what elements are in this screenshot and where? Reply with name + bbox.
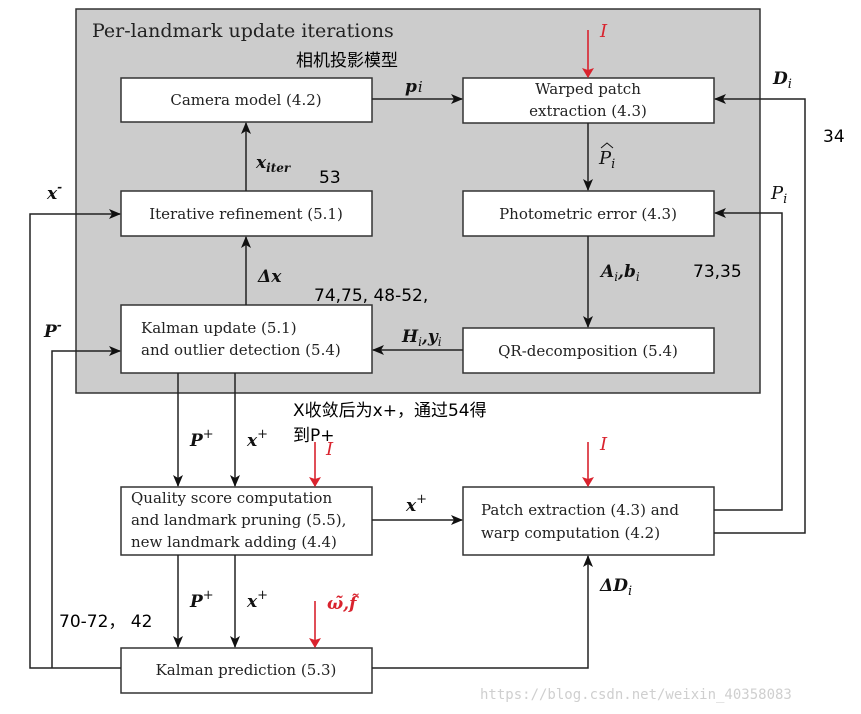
group-title: Per-landmark update iterations (92, 20, 394, 42)
box-label: Iterative refinement (5.1) (149, 205, 343, 223)
box-quality-score: Quality score computation and landmark p… (120, 486, 373, 556)
label-x-iter: xiter (255, 153, 292, 175)
label-H-y: Hi,yi (401, 327, 442, 349)
label-x-plus-update: x+ (246, 427, 268, 451)
box-photometric-error: Photometric error (4.3) (462, 190, 715, 237)
arrow-D-i-feedback (714, 94, 806, 534)
arrow-P-minus-feedback (51, 346, 121, 668)
label-image-3: I (599, 434, 608, 455)
label-image-1: I (599, 21, 608, 42)
label-P-plus-prediction: P+ (189, 588, 214, 612)
arrow-x-minus-feedback (29, 209, 121, 669)
box-label: Camera model (4.2) (170, 91, 321, 109)
box-label: and landmark pruning (5.5), (131, 511, 346, 529)
label-P-plus-update: P+ (189, 427, 214, 451)
label-omega-f: ω̃,f̃ (327, 594, 360, 614)
box-warped-patch-extraction: Warped patch extraction (4.3) (462, 77, 715, 124)
box-camera-model: Camera model (4.2) (120, 77, 373, 123)
box-label: new landmark adding (4.4) (131, 533, 337, 551)
box-label: Warped patch (535, 80, 641, 98)
annotation-converge-1: X收敛后为x+，通过54得 (293, 401, 487, 421)
label-x-plus-prediction: x+ (246, 588, 268, 612)
watermark: https://blog.csdn.net/weixin_40358083 (480, 687, 792, 703)
box-label: and outlier detection (5.4) (141, 341, 341, 359)
box-iterative-refinement: Iterative refinement (5.1) (120, 190, 373, 237)
label-delta-x: Δx (257, 267, 282, 287)
label-p-i: pi (405, 77, 423, 97)
label-x-minus: x- (46, 180, 62, 204)
box-label: QR-decomposition (5.4) (498, 342, 678, 360)
annotation-camera-projection: 相机投影模型 (296, 51, 398, 71)
box-kalman-update: Kalman update (5.1) and outlier detectio… (120, 304, 373, 374)
annotation-eq-70-72: 70-72， 42 (59, 612, 152, 632)
annotation-eq-34: 34 (823, 127, 845, 147)
label-A-b: Ai,bi (599, 262, 640, 284)
box-label: Quality score computation (131, 489, 332, 507)
annotation-converge-2: 到P+ (293, 426, 335, 446)
label-x-plus-patch: x+ (405, 492, 427, 516)
box-kalman-prediction: Kalman prediction (5.3) (120, 647, 373, 694)
label-D-i: Di (772, 69, 792, 92)
arrow-prediction-to-patch (372, 555, 593, 669)
box-label: Patch extraction (4.3) and (481, 501, 679, 519)
annotation-eq-74-75: 74,75, 48-52, (314, 286, 428, 306)
box-label: extraction (4.3) (529, 102, 647, 120)
label-P-i: Pi (770, 183, 787, 207)
box-patch-extraction: Patch extraction (4.3) and warp computat… (462, 486, 715, 556)
box-label: warp computation (4.2) (481, 524, 660, 542)
annotation-eq-53: 53 (319, 168, 341, 188)
label-P-minus: P- (43, 318, 62, 342)
box-label: Kalman update (5.1) (141, 319, 297, 337)
box-qr-decomposition: QR-decomposition (5.4) (462, 327, 715, 374)
box-label: Kalman prediction (5.3) (156, 661, 337, 679)
box-label: Photometric error (4.3) (499, 205, 677, 223)
annotation-eq-73-35: 73,35 (693, 262, 742, 282)
arrow-P-i-feedback (714, 208, 783, 511)
label-image-2: I (325, 439, 334, 460)
label-delta-D: ΔDi (599, 576, 632, 599)
label-P-hat: Pi (598, 142, 615, 172)
svg-text:Pi: Pi (598, 148, 615, 172)
